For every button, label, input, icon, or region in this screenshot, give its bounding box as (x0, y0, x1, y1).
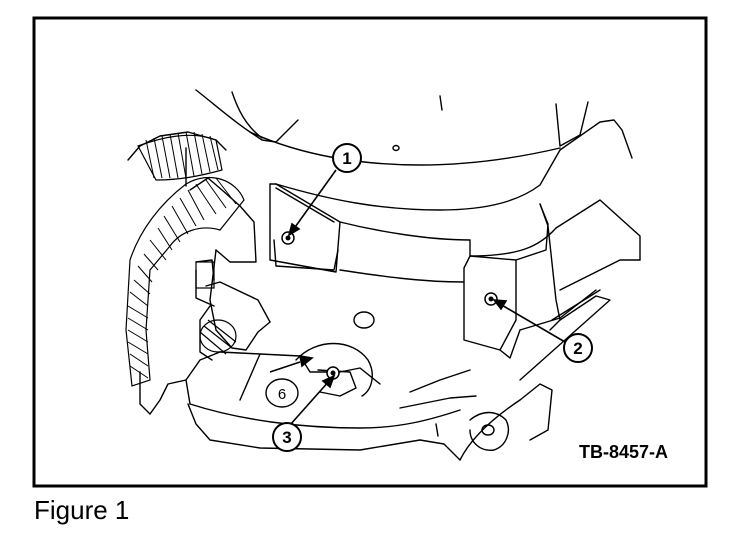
callout-leaders (269, 169, 566, 426)
callout-3: 3 (272, 422, 302, 452)
figure-caption: Figure 1 (34, 495, 130, 525)
callout-3-label: 3 (282, 428, 291, 447)
part-mark-6: 6 (278, 386, 286, 403)
callout-1-label: 1 (342, 149, 351, 168)
callout-2-label: 2 (573, 339, 582, 358)
figure-border (32, 16, 708, 488)
mechanical-drawing (127, 89, 641, 461)
bolt-2 (484, 292, 498, 306)
bolt-1 (281, 231, 295, 245)
wiring-harness (125, 131, 245, 387)
callout-1: 1 (332, 143, 362, 173)
callout-2: 2 (563, 333, 593, 363)
figure-code: TB-8457-A (579, 442, 668, 462)
